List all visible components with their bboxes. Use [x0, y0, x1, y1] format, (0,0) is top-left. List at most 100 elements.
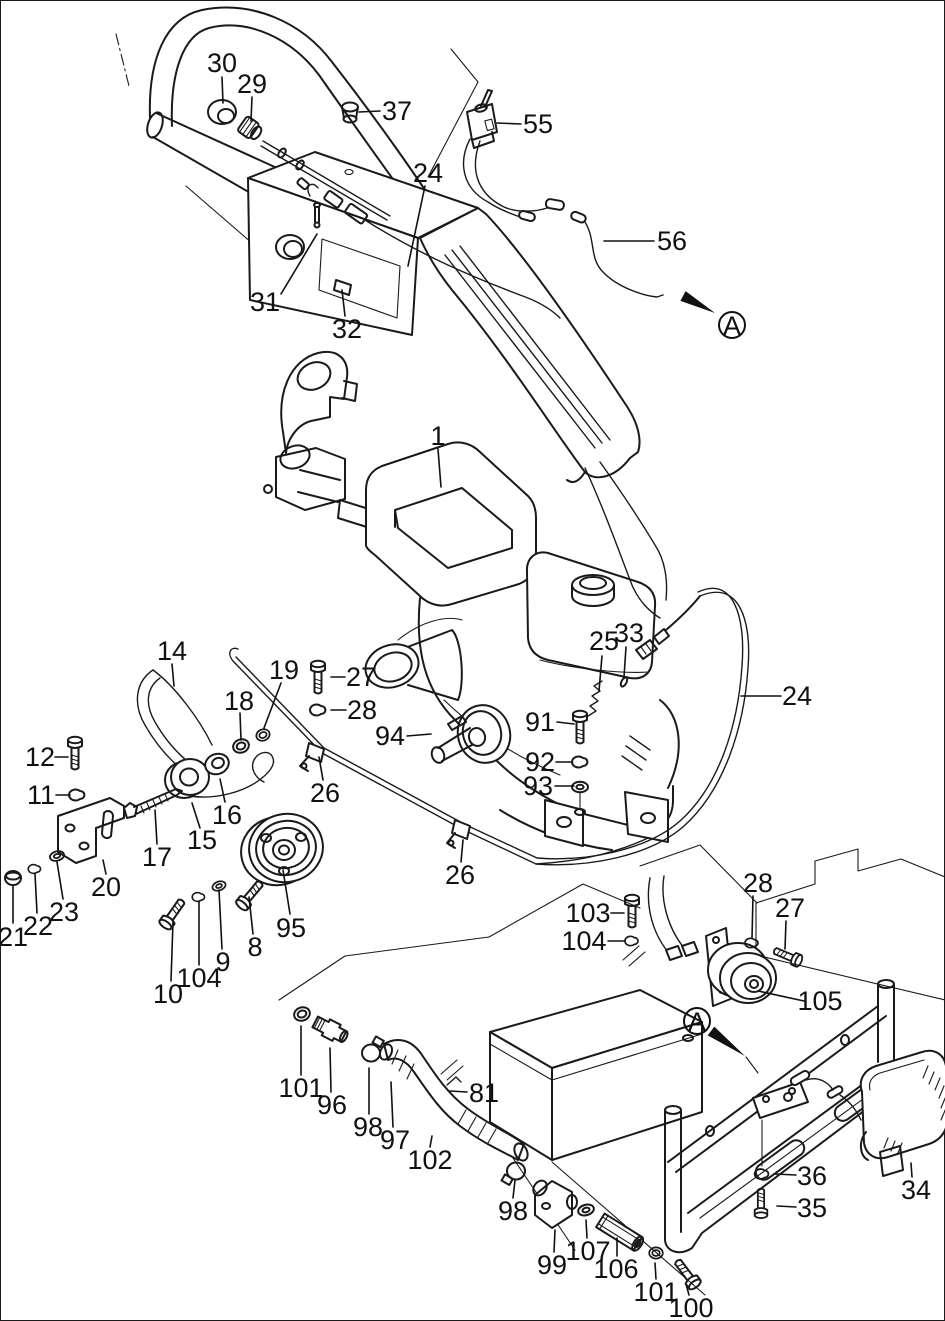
- callout-leader: [910, 1162, 913, 1178]
- callout-leader: [239, 712, 242, 741]
- callout-label: 94: [375, 721, 405, 751]
- toggle-switch: [466, 89, 498, 149]
- engine-assembly: [263, 350, 701, 851]
- callout-leader: [341, 289, 346, 317]
- callout-label: 18: [224, 686, 254, 716]
- detail-marker-label: A: [688, 1007, 706, 1037]
- callout-leader: [496, 122, 522, 125]
- throttle-knob: [237, 115, 263, 141]
- handle-column: [419, 207, 668, 619]
- horn-group: [647, 875, 805, 1007]
- callout-leader: [170, 921, 174, 982]
- callout-label: 32: [332, 314, 362, 344]
- callout-label: 24: [782, 681, 812, 711]
- detail-marker-circle: [718, 311, 746, 339]
- switch-and-wires: [462, 89, 664, 298]
- callout-leader: [429, 1135, 433, 1148]
- cable-clamp: [446, 819, 471, 849]
- callout-leader: [776, 1205, 797, 1208]
- callout-leader: [751, 895, 754, 939]
- callout-label: 26: [445, 860, 475, 890]
- callout-leader: [263, 682, 282, 729]
- callout-leader: [757, 990, 805, 1002]
- callout-leader: [585, 1219, 588, 1239]
- detail-marker-label: A: [723, 311, 741, 341]
- callout-label: 101: [633, 1277, 678, 1307]
- belt-and-pulleys: [4, 659, 327, 933]
- callout-label: 27: [775, 893, 805, 923]
- callout-label: 104: [176, 963, 221, 993]
- callout-label: 16: [212, 800, 242, 830]
- callout-leader: [221, 76, 224, 104]
- callout-label: 105: [797, 986, 842, 1016]
- hose-clamp: [500, 1161, 526, 1186]
- callout-leader: [685, 1283, 690, 1296]
- callout-label: 81: [469, 1078, 499, 1108]
- hose: [383, 1039, 525, 1161]
- callout-label: 29: [237, 69, 267, 99]
- callout-leader: [56, 861, 64, 900]
- callout-leader: [556, 721, 575, 725]
- hose-assembly: [291, 1004, 704, 1293]
- tension-adjuster: [123, 788, 183, 819]
- callout-label: 33: [614, 618, 644, 648]
- callout-leader: [318, 756, 324, 781]
- callout-label: 11: [27, 780, 55, 810]
- callout-leader: [282, 869, 291, 915]
- callout-leader: [654, 1262, 657, 1280]
- drive-pulley: [240, 812, 324, 887]
- callout-label: 30: [207, 48, 237, 78]
- control-box: [247, 151, 561, 336]
- callout-label: 103: [565, 898, 610, 928]
- cable-tie: [446, 1076, 462, 1086]
- callout-leader: [390, 1081, 394, 1128]
- callout-label: 17: [142, 842, 172, 872]
- callout-label: 15: [187, 825, 217, 855]
- callout-leader: [102, 859, 107, 875]
- callout-leader: [34, 873, 38, 914]
- nut: [4, 870, 22, 886]
- grip-hardware: [207, 99, 391, 221]
- callout-label: 27: [346, 662, 376, 692]
- callout-label: 95: [276, 913, 306, 943]
- callout-label: 23: [49, 897, 79, 927]
- lamp-bracket-frame: [664, 979, 945, 1254]
- callout-label: 106: [593, 1254, 638, 1284]
- headlamp: [859, 1049, 945, 1177]
- callout-label: 8: [247, 932, 262, 962]
- callout-label: 36: [797, 1161, 827, 1191]
- callout-label: 93: [523, 771, 553, 801]
- callout-leader: [191, 802, 201, 829]
- callout-leader: [774, 1173, 797, 1176]
- callout-label: 92: [525, 747, 555, 777]
- callout-label: 1: [430, 421, 445, 451]
- callout-leader: [460, 839, 464, 863]
- callout-leader: [449, 1090, 468, 1093]
- elbow-fitting: [532, 1179, 578, 1229]
- callout-label: 97: [380, 1125, 410, 1155]
- callout-label: 28: [347, 695, 377, 725]
- callout-label: 98: [498, 1196, 528, 1226]
- callout-label: 24: [413, 158, 443, 188]
- callout-label: 102: [407, 1145, 452, 1175]
- callout-label: 91: [525, 707, 555, 737]
- callout-label: 31: [250, 287, 280, 317]
- detail-marker-arrow: [707, 1026, 745, 1056]
- callout-leader: [598, 655, 603, 692]
- callout-leader: [280, 233, 318, 295]
- callout-label: 98: [353, 1112, 383, 1142]
- callout-label: 28: [743, 868, 773, 898]
- callout-label: 25: [589, 626, 619, 656]
- detail-marker-arrow: [680, 291, 715, 313]
- battery: [489, 893, 703, 1161]
- grommet: [341, 101, 359, 124]
- callout-label: 20: [91, 872, 121, 902]
- callout-label: 10: [153, 979, 183, 1009]
- callout-label: 96: [317, 1090, 347, 1120]
- callout-leader: [553, 1229, 556, 1253]
- callout-label: 34: [901, 1175, 931, 1205]
- callout-label: 9: [215, 947, 230, 977]
